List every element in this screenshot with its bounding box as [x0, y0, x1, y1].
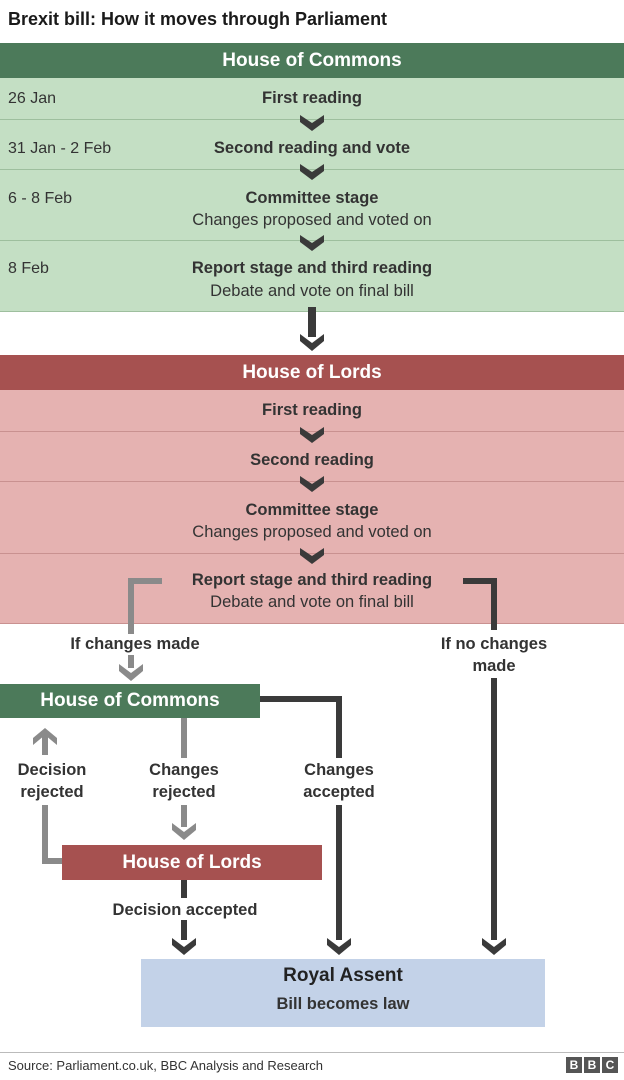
if-no-changes-arrow [463, 578, 506, 955]
ping-pong-commons-box: House of Commons [0, 684, 260, 718]
bbc-logo-letter: B [584, 1057, 600, 1073]
lords-stage-4 [0, 554, 624, 624]
lords-stage-4-detail: Debate and vote on final bill [210, 593, 414, 611]
chart-title: Brexit bill: How it moves through Parlia… [8, 9, 388, 29]
chevron-icon [300, 427, 324, 443]
changes-rejected-label: Changes rejected [149, 761, 219, 801]
commons-stage-3-name: Committee stage [245, 189, 379, 207]
lords-stage-3 [0, 482, 624, 554]
commons-date-3: 6 - 8 Feb [8, 190, 73, 207]
commons-stage-2-name: Second reading and vote [213, 139, 411, 157]
if-no-changes-label: If no changes made [440, 635, 548, 675]
ping-pong-lords-box: House of Lords [62, 845, 322, 880]
commons-stage-1 [0, 78, 624, 120]
royal-assent-subtitle: Bill becomes law [276, 995, 410, 1013]
royal-assent-title: Royal Assent [283, 965, 403, 986]
decision-rejected-arrow [33, 728, 62, 864]
footer-divider [0, 1052, 624, 1053]
commons-stage-1-name: First reading [262, 89, 362, 107]
decision-accepted-arrow [172, 880, 196, 955]
bbc-logo-letter: B [566, 1057, 582, 1073]
commons-header: House of Commons [0, 43, 624, 78]
royal-assent-box [141, 959, 545, 1027]
lords-stage-4-name: Report stage and third reading [191, 571, 433, 589]
commons-date-1: 26 Jan [8, 90, 57, 107]
commons-stage-4 [0, 241, 624, 312]
if-changes-arrow [119, 578, 162, 681]
chevron-icon [300, 476, 324, 492]
lords-stage-3-name: Committee stage [245, 501, 379, 519]
lords-stage-1 [0, 390, 624, 432]
bbc-logo-letter: C [602, 1057, 618, 1073]
changes-accepted-label: Changes accepted [303, 761, 375, 801]
bbc-logo: B B C [566, 1057, 618, 1073]
commons-stage-3-detail: Changes proposed and voted on [192, 211, 432, 229]
lords-stage-2-name: Second reading [250, 451, 374, 469]
source-note: Source: Parliament.co.uk, BBC Analysis a… [8, 1058, 324, 1073]
chevron-icon [300, 164, 324, 180]
chevron-icon [300, 548, 324, 564]
if-changes-label: If changes made [70, 635, 200, 653]
commons-stage-3 [0, 170, 624, 241]
commons-to-lords-arrow [300, 307, 324, 351]
chevron-icon [300, 235, 324, 251]
decision-accepted-label: Decision accepted [112, 901, 258, 919]
commons-date-2: 31 Jan - 2 Feb [8, 140, 112, 157]
commons-stage-4-name: Report stage and third reading [191, 259, 433, 277]
chevron-icon [300, 115, 324, 131]
lords-stage-1-name: First reading [262, 401, 362, 419]
changes-accepted-arrow [260, 696, 351, 955]
commons-stage-4-detail: Debate and vote on final bill [210, 282, 414, 300]
commons-date-4: 8 Feb [8, 260, 49, 277]
changes-rejected-arrow [172, 718, 196, 840]
lords-header: House of Lords [0, 355, 624, 390]
lords-stage-3-detail: Changes proposed and voted on [192, 523, 432, 541]
decision-rejected-label: Decision rejected [17, 761, 87, 801]
